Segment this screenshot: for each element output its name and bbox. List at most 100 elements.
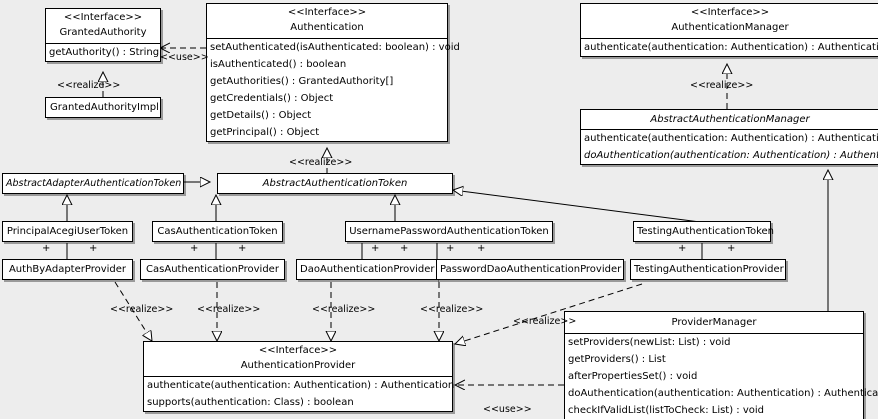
class-name: AuthenticationProvider (240, 360, 356, 371)
class-members: setProviders(newList: List) : void getPr… (565, 333, 878, 419)
class-name: CasAuthenticationToken (157, 226, 278, 237)
class-header: AuthByAdapterProvider (3, 260, 132, 279)
class-name: PasswordDaoAuthenticationProvider (440, 264, 622, 275)
edge-testingauthenticationtoken-extends-abstracttoken (453, 190, 701, 223)
edge-label-realize-abstractauthenticationmanager: <<realize>> (690, 80, 754, 91)
class-members: getAuthority() : String (46, 43, 160, 61)
class-name: GrantedAuthority (59, 27, 147, 38)
member-row: getAuthority() : String (49, 47, 160, 58)
class-header: <<Interface>> GrantedAuthority (46, 9, 160, 43)
stereotype-label: <<Interface>> (287, 7, 367, 18)
class-name: ProviderManager (671, 317, 757, 328)
class-members: setAuthenticated(isAuthenticated: boolea… (207, 38, 460, 141)
member-row: getCredentials() : Object (210, 93, 334, 104)
class-granted-authority-impl[interactable]: GrantedAuthorityImpl (45, 97, 161, 118)
assoc-marker-plus: + (89, 243, 98, 254)
class-header: <<Interface>> AuthenticationManager (581, 4, 878, 38)
class-authentication-provider[interactable]: <<Interface>> AuthenticationProvider aut… (143, 341, 455, 412)
class-header: PrincipalAcegiUserToken (3, 222, 132, 241)
class-header: CasAuthenticationProvider (141, 260, 284, 279)
member-row: setAuthenticated(isAuthenticated: boolea… (210, 42, 460, 53)
class-name: GrantedAuthorityImpl (50, 102, 159, 113)
member-row: isAuthenticated() : boolean (210, 59, 347, 70)
class-granted-authority[interactable]: <<Interface>> GrantedAuthority getAuthor… (45, 8, 161, 62)
class-name: TestingAuthenticationProvider (634, 264, 784, 275)
assoc-marker-plus: + (678, 243, 687, 254)
stereotype-label: <<Interface>> (690, 7, 770, 18)
class-header: AbstractAuthenticationToken (218, 174, 452, 193)
assoc-marker-plus: + (190, 243, 199, 254)
class-header: ProviderManager (565, 312, 863, 333)
class-cas-authentication-provider[interactable]: CasAuthenticationProvider (140, 259, 285, 280)
class-name: CasAuthenticationProvider (146, 264, 279, 275)
edge-label-realize-grantedauthorityimpl: <<realize>> (57, 80, 121, 91)
class-header: <<Interface>> Authentication (207, 4, 447, 38)
member-row: authenticate(authentication: Authenticat… (147, 380, 455, 391)
assoc-marker-plus: + (238, 243, 247, 254)
member-row: doAuthentication(authentication: Authent… (568, 388, 878, 399)
class-name: PrincipalAcegiUserToken (6, 226, 129, 237)
class-dao-authentication-provider[interactable]: DaoAuthenticationProvider (296, 259, 437, 280)
member-row: supports(authentication: Class) : boolea… (147, 397, 354, 408)
class-header: TestingAuthenticationProvider (631, 260, 785, 279)
member-row: authenticate(authentication: Authenticat… (584, 133, 878, 144)
class-auth-by-adapter-provider[interactable]: AuthByAdapterProvider (2, 259, 133, 280)
member-row: afterPropertiesSet() : void (568, 371, 698, 382)
class-cas-authentication-token[interactable]: CasAuthenticationToken (152, 221, 283, 242)
member-row: getDetails() : Object (210, 110, 312, 121)
class-name: AuthByAdapterProvider (8, 264, 127, 275)
assoc-marker-plus: + (446, 243, 455, 254)
class-authentication[interactable]: <<Interface>> Authentication setAuthenti… (206, 3, 460, 142)
class-members: authenticate(authentication: Authenticat… (144, 376, 455, 411)
edge-label-realize-abstractauthenticationtoken: <<realize>> (289, 157, 353, 168)
member-row: setProviders(newList: List) : void (568, 337, 731, 348)
class-header: PasswordDaoAuthenticationProvider (437, 260, 623, 279)
class-name: TestingAuthenticationToken (637, 226, 775, 237)
member-row: getPrincipal() : Object (210, 127, 320, 138)
member-row: doAuthentication(authentication: Authent… (584, 150, 878, 161)
class-header: AbstractAuthenticationManager (581, 110, 878, 129)
class-members: authenticate(authentication: Authenticat… (581, 38, 878, 56)
class-name: AbstractAuthenticationManager (650, 114, 810, 125)
edge-label-realize-authbyadapterprovider: <<realize>> (110, 304, 174, 315)
edge-label-realize-daoauthenticationprovider: <<realize>> (312, 304, 376, 315)
class-name: DaoAuthenticationProvider (300, 264, 435, 275)
class-provider-manager[interactable]: ProviderManager setProviders(newList: Li… (564, 311, 878, 419)
class-abstract-authentication-token[interactable]: AbstractAuthenticationToken (217, 173, 453, 194)
edge-label-realize-testingauthenticationprovider: <<realize>> (513, 316, 577, 327)
edge-label-use-providermanager-authenticationprovider: <<use>> (483, 404, 532, 415)
class-header: UsernamePasswordAuthenticationToken (346, 222, 552, 241)
class-name: Authentication (290, 22, 364, 33)
member-row: checkIfValidList(listToCheck: List) : vo… (568, 405, 765, 416)
class-testing-authentication-provider[interactable]: TestingAuthenticationProvider (630, 259, 786, 280)
class-authentication-manager[interactable]: <<Interface>> AuthenticationManager auth… (580, 3, 878, 57)
class-testing-authentication-token[interactable]: TestingAuthenticationToken (633, 221, 775, 242)
assoc-marker-plus: + (477, 243, 486, 254)
class-header: TestingAuthenticationToken (634, 222, 775, 241)
assoc-marker-plus: + (371, 243, 380, 254)
member-row: getProviders() : List (568, 354, 666, 365)
member-row: getAuthorities() : GrantedAuthority[] (210, 76, 394, 87)
assoc-marker-plus: + (727, 243, 736, 254)
class-abstract-authentication-manager[interactable]: AbstractAuthenticationManager authentica… (580, 109, 878, 165)
class-name: AbstractAdapterAuthenticationToken (6, 178, 182, 189)
class-password-dao-authentication-provider[interactable]: PasswordDaoAuthenticationProvider (436, 259, 624, 280)
class-name: UsernamePasswordAuthenticationToken (349, 226, 549, 237)
class-header: <<Interface>> AuthenticationProvider (144, 342, 452, 376)
class-abstract-adapter-authentication-token[interactable]: AbstractAdapterAuthenticationToken (2, 173, 184, 194)
class-principal-acegi-user-token[interactable]: PrincipalAcegiUserToken (2, 221, 133, 242)
stereotype-label: <<Interface>> (258, 345, 338, 356)
class-header: CasAuthenticationToken (153, 222, 282, 241)
assoc-marker-plus: + (42, 243, 51, 254)
class-name: AbstractAuthenticationToken (262, 178, 408, 189)
edge-label-realize-casauthenticationprovider: <<realize>> (197, 304, 261, 315)
class-members: authenticate(authentication: Authenticat… (581, 129, 878, 164)
class-header: AbstractAdapterAuthenticationToken (3, 174, 183, 193)
class-username-password-authentication-token[interactable]: UsernamePasswordAuthenticationToken (345, 221, 553, 242)
class-header: GrantedAuthorityImpl (46, 98, 160, 117)
class-name: AuthenticationManager (671, 22, 789, 33)
assoc-marker-plus: + (400, 243, 409, 254)
edge-label-realize-passworddaoauthenticationprovider: <<realize>> (420, 304, 484, 315)
stereotype-label: <<Interface>> (63, 12, 143, 23)
